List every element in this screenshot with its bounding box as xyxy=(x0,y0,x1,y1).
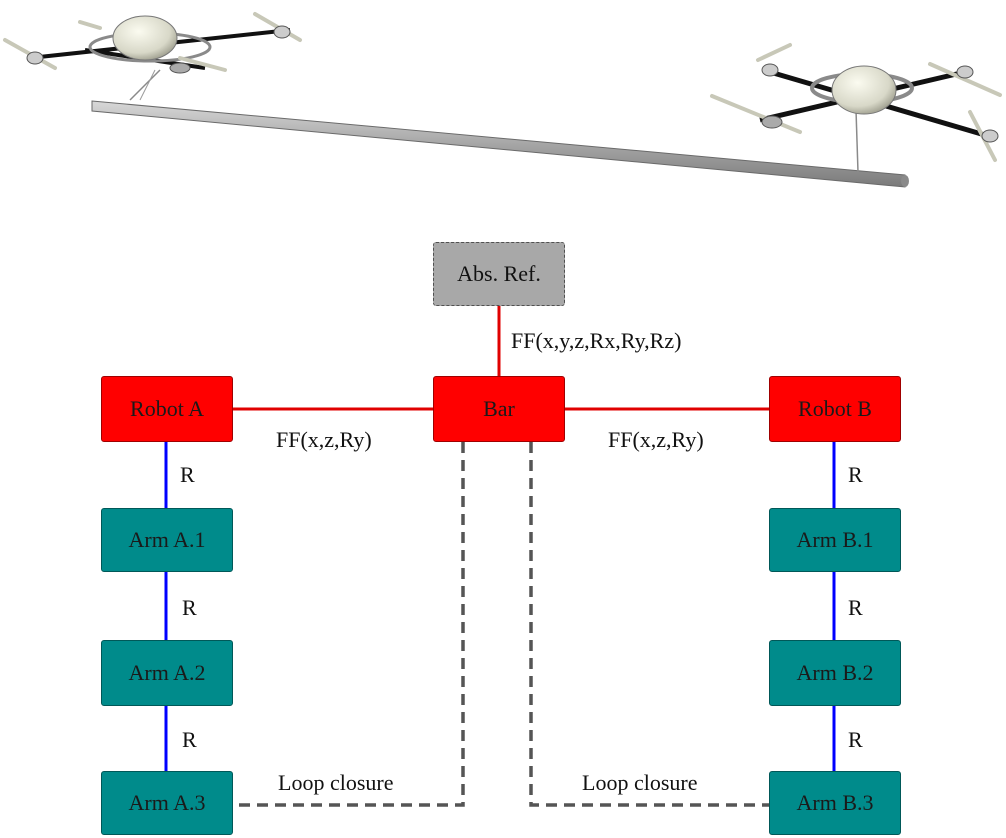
edge-label-bar-absref: FF(x,y,z,Rx,Ry,Rz) xyxy=(511,328,682,353)
loop-closure-b xyxy=(529,442,769,807)
robot-a-node: Robot A xyxy=(101,376,233,442)
carried-bar-illustration xyxy=(91,100,909,188)
bar-node: Bar xyxy=(433,376,565,442)
arm-a1-label: Arm A.1 xyxy=(128,527,206,552)
edge-label-arm-b2-arm-b3: R xyxy=(848,727,863,752)
arm-b1-node: Arm B.1 xyxy=(769,508,901,572)
arm-b3-label: Arm B.3 xyxy=(796,790,874,815)
robot-b-illustration xyxy=(710,43,1002,173)
arm-b2-label: Arm B.2 xyxy=(796,660,874,685)
edge-label-loop-b: Loop closure xyxy=(582,770,698,795)
arm-a2-label: Arm A.2 xyxy=(128,660,206,685)
robot-a-illustration xyxy=(3,12,302,101)
edge-label-arm-a1-arm-a2: R xyxy=(182,595,197,620)
edge-label-arm-a2-arm-a3: R xyxy=(182,727,197,752)
robot-b-node: Robot B xyxy=(769,376,901,442)
robot-b-label: Robot B xyxy=(798,396,872,421)
abs-ref-label: Abs. Ref. xyxy=(457,261,541,286)
edge-label-arm-b1-arm-b2: R xyxy=(848,595,863,620)
arm-b1-label: Arm B.1 xyxy=(796,527,874,552)
arm-b2-node: Arm B.2 xyxy=(769,640,901,706)
bar-label: Bar xyxy=(483,396,515,421)
edge-label-bar-robot-b: FF(x,z,Ry) xyxy=(608,427,704,452)
abs-ref-node: Abs. Ref. xyxy=(433,242,565,306)
arm-a2-node: Arm A.2 xyxy=(101,640,233,706)
edge-label-robot-a-arm-a1: R xyxy=(180,462,195,487)
edge-label-robot-b-arm-b1: R xyxy=(848,462,863,487)
robot-a-label: Robot A xyxy=(130,396,204,421)
edge-label-bar-robot-a: FF(x,z,Ry) xyxy=(276,427,372,452)
arm-a3-node: Arm A.3 xyxy=(101,771,233,835)
arm-a3-label: Arm A.3 xyxy=(128,790,206,815)
arm-a1-node: Arm A.1 xyxy=(101,508,233,572)
edge-label-loop-a: Loop closure xyxy=(278,770,394,795)
loop-closure-a xyxy=(233,442,465,807)
arm-b3-node: Arm B.3 xyxy=(769,771,901,835)
